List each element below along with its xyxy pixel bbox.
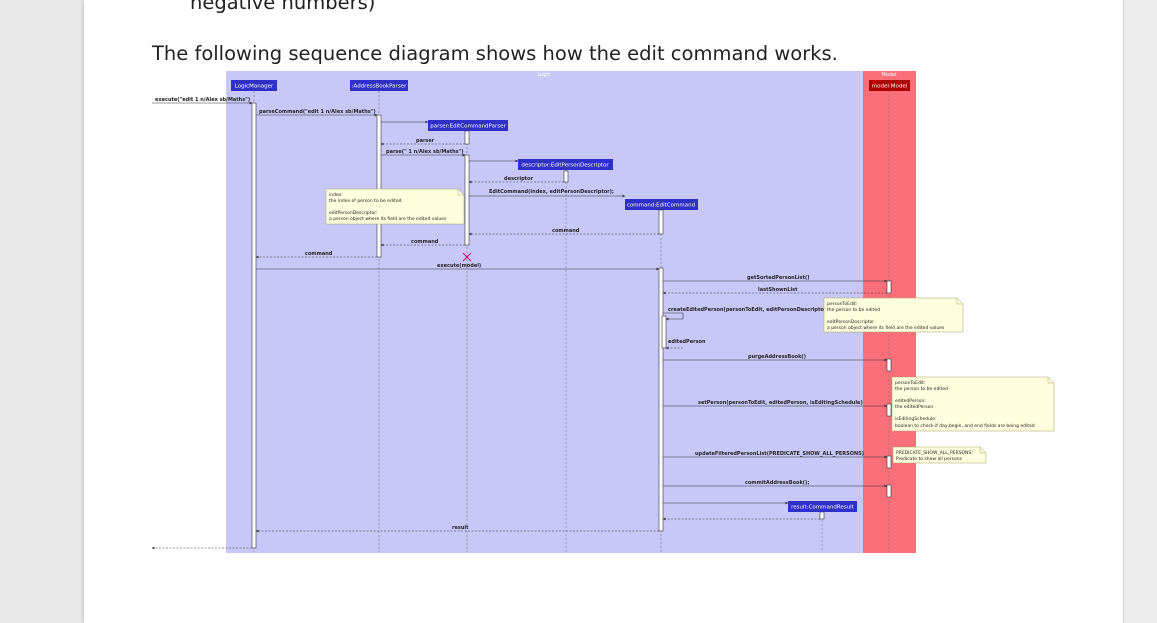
activation-command-nested [661,315,667,349]
note-2-line: editPersonDescriptor [827,319,874,325]
activation-model-5 [886,484,892,498]
note-2-line: the person to be edited [827,307,880,313]
note-4-line: PREDICATE_SHOW_ALL_PERSONS: [896,450,973,456]
msg-02-label: parseCommand("edit 1 n/Alex sb/Maths") [259,109,376,115]
activation-result [819,511,825,520]
participant-ab-parser [350,80,408,91]
activation-model-2 [886,358,892,372]
msg-14-label: editedPerson [668,339,706,345]
participant-model [869,80,910,91]
scrollbar-track[interactable] [1123,0,1157,623]
msg-15-label: purgeAddressBook() [748,354,806,360]
note-4-line: Predicate to show all persons [896,456,963,462]
activation-command-2 [658,267,664,532]
activation-logic-manager [251,102,257,549]
note-1: index: the index of person to be edited … [325,188,465,225]
activation-bars [251,102,892,549]
participant-ec-parser-label: parser:EditCommandParser [430,124,506,130]
participant-ab-parser-label: :AddressBookParser [352,84,407,90]
note-1-line: the index of person to be edited [329,198,402,204]
msg-06-label: EditCommand(index, editPersonDescriptor)… [489,189,614,195]
participant-model-label: model:Model [872,84,908,90]
note-3-line: the editedPerson [895,404,933,410]
logic-group-box [226,71,863,553]
activation-model-3 [886,403,892,417]
participant-logic-manager-label: LogicManager [235,84,274,90]
msg-17-label: updateFilteredPersonList(PREDICATE_SHOW_… [695,451,864,457]
destroy-x-icon [462,252,472,262]
msg-09-label: command [305,251,333,257]
activation-ec-parser-1 [464,130,470,145]
msg-13-label: createEditedPerson(personToEdit, editPer… [668,307,829,313]
msg-13-arrow [663,312,684,321]
participant-command [625,199,698,210]
activation-descriptor [563,170,569,183]
msg-01-label: execute("edit 1 n/Alex sb/Maths") [155,97,250,103]
participant-result [788,501,857,512]
note-3: personToEdit: the person to be edited ed… [891,376,1055,432]
note-2-line: a person object where its field are the … [827,325,945,331]
activation-ec-parser-2 [464,154,470,246]
note-2-line: personToEdit: [827,301,857,307]
participant-logic-manager [231,80,277,91]
participant-ec-parser [428,120,508,131]
msg-08-label: command [411,239,439,245]
note-1-line: editPersonDescriptor: [329,210,378,216]
activation-ab-parser [376,114,382,258]
msg-03-label: parser [416,138,435,144]
note-3-line: the person to be edited [895,386,948,392]
msg-18-label: commitAddressBook(); [745,480,809,486]
previous-paragraph-text: negative numbers) [190,0,376,14]
activation-model-1 [886,280,892,294]
msg-16-label: setPerson(personToEdit, editedPerson, is… [698,400,863,406]
msg-19-label: result [452,525,469,531]
note-1-line: index: [329,192,343,198]
note-3-line: isEditingSchedule: [895,416,936,422]
activation-model-4 [886,455,892,469]
msg-12-label: lastShownList [758,287,798,293]
note-3-line: boolean to check if day,begin, and end f… [895,423,1035,429]
msg-10-label: execute(model) [437,263,481,269]
activation-command-1 [658,209,664,235]
note-3-line: editedPerson: [895,398,926,404]
note-3-line: personToEdit: [895,380,925,386]
msg-04-label: parse(" 1 n/Alex sb/Maths") [386,149,464,155]
participant-descriptor [518,159,613,170]
msg-11-label: getSortedPersonList() [747,275,810,281]
logic-group-title: Logic [537,72,550,78]
participant-result-label: result:CommandResult [791,505,855,511]
msg-07-label: command [552,228,580,234]
note-1-line: a person object where its field are the … [329,216,447,222]
participant-command-label: command:EditCommand [627,203,695,209]
msg-05-label: descriptor [504,176,533,182]
participant-descriptor-label: descriptor:EditPersonDescriptor [521,163,609,169]
note-4: PREDICATE_SHOW_ALL_PERSONS: Predicate to… [892,446,987,464]
intro-paragraph: The following sequence diagram shows how… [152,42,838,65]
note-2: personToEdit: the person to be edited ed… [823,297,964,333]
model-group-title: Model [881,72,896,78]
